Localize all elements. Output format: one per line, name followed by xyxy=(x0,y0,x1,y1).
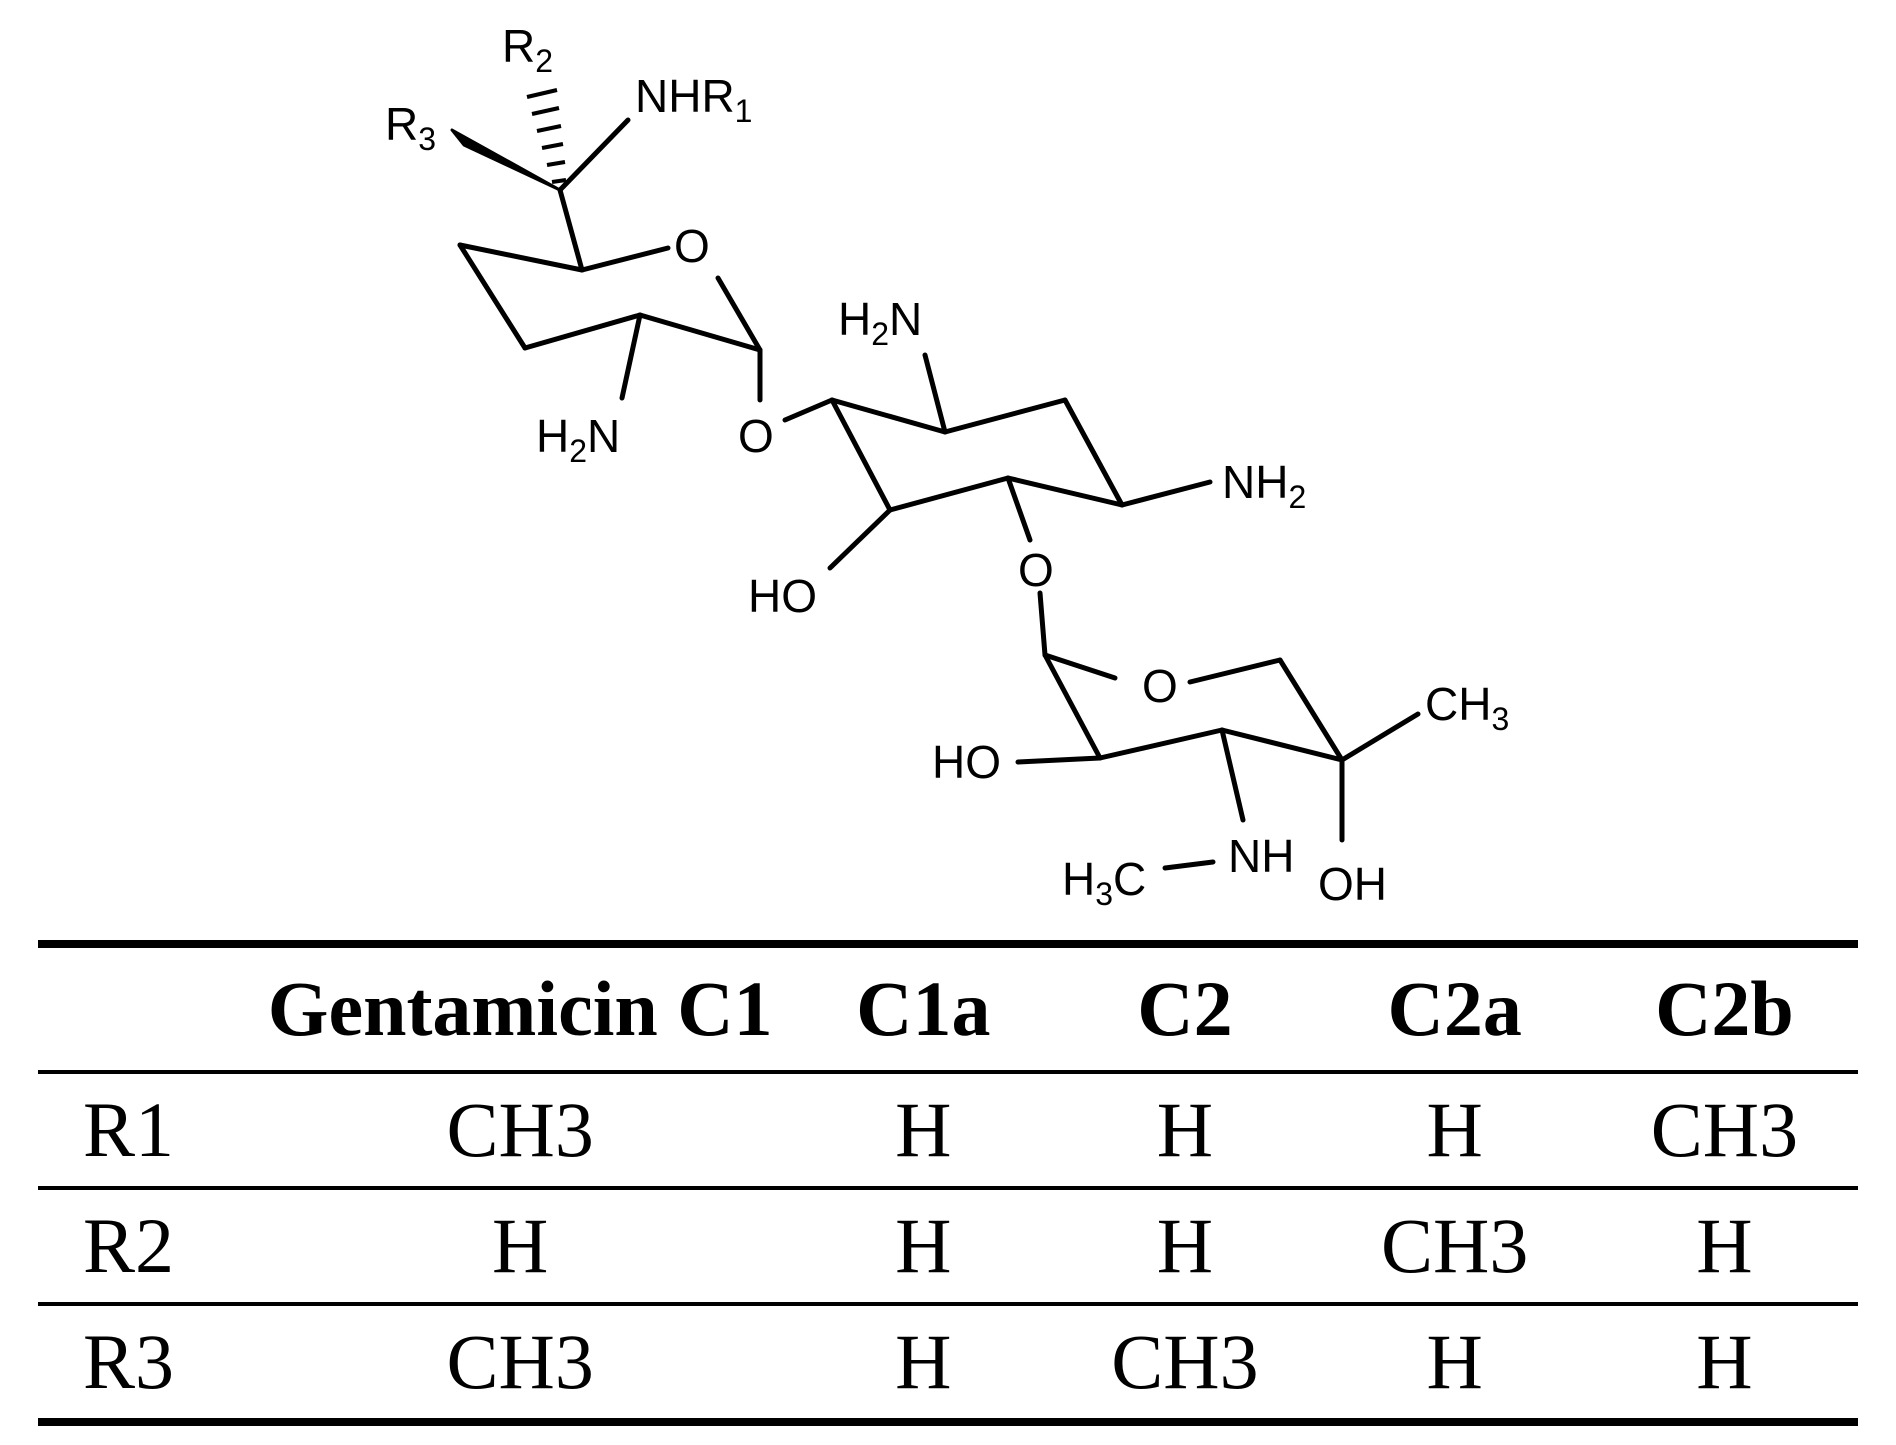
row-label: R2 xyxy=(38,1186,246,1304)
table-cell: CH3 xyxy=(1318,1186,1591,1304)
column-header-gentamicin-c1: Gentamicin C1 xyxy=(245,944,796,1074)
table-cell: H xyxy=(895,1086,952,1173)
ring-3-bonds xyxy=(1015,590,1421,871)
table-cell: CH3 xyxy=(446,1086,594,1173)
substituent-table: Gentamicin C1 C1a C2 C2a C2b R1 CH3 H H … xyxy=(38,940,1858,1426)
table-cell: H xyxy=(795,1186,1052,1304)
table-cell: H xyxy=(245,1186,796,1304)
ring3-nh-label: NH xyxy=(1228,830,1294,882)
table-cell: H xyxy=(795,1302,1052,1422)
row-label: R1 xyxy=(83,1086,175,1173)
ring1-amine-label: H2N xyxy=(536,410,620,469)
column-header-c2b: C2b xyxy=(1590,944,1858,1074)
ring-1-bonds xyxy=(457,117,763,403)
column-header-c2a: C2a xyxy=(1318,944,1591,1074)
table-row: R1 CH3 H H H CH3 xyxy=(38,1072,1858,1188)
table-cell: H xyxy=(1318,1302,1591,1422)
table-cell: H xyxy=(1156,1086,1214,1173)
chemical-structure: R2 R3 NHR1 O H2N O H2N NH2 HO O O CH3 HO… xyxy=(385,20,1509,912)
glycosidic-oxygen-1-label: O xyxy=(738,410,774,462)
column-header-blank xyxy=(38,944,246,1074)
ring3-methyl-label: CH3 xyxy=(1425,678,1509,737)
table-cell: H xyxy=(1590,1186,1858,1304)
row-label: R3 xyxy=(38,1302,246,1422)
ring2-amine-top-label: H2N xyxy=(838,293,922,352)
table-cell: CH3 xyxy=(1051,1302,1319,1422)
column-header-c1a: C1a xyxy=(795,944,1052,1074)
table-header-row: Gentamicin C1 C1a C2 C2a C2b xyxy=(38,944,1858,1074)
ring1-oxygen-label: O xyxy=(674,220,710,272)
column-header-c2: C2 xyxy=(1051,944,1319,1074)
ring-2-bonds xyxy=(782,352,1213,571)
ring3-hydroxyl-left-label: HO xyxy=(932,736,1001,788)
table-cell: H xyxy=(1590,1302,1858,1422)
r3-label: R3 xyxy=(385,98,436,157)
table-cell: CH3 xyxy=(245,1302,796,1422)
table-row: R2 H H H CH3 H xyxy=(38,1186,1858,1304)
ring2-hydroxyl-label: HO xyxy=(748,570,817,622)
table-cell: H xyxy=(1051,1186,1319,1304)
ring3-oxygen-label: O xyxy=(1142,660,1178,712)
table-cell: CH3 xyxy=(1650,1086,1799,1173)
nhr1-label: NHR1 xyxy=(635,70,752,129)
ring2-amine-right-label: NH2 xyxy=(1222,456,1306,515)
ring3-n-methyl-label: H3C xyxy=(1062,853,1146,912)
ring3-hydroxyl-bottom-label: OH xyxy=(1318,858,1387,910)
r2-label: R2 xyxy=(502,20,553,79)
hashed-bond xyxy=(526,88,567,184)
glycosidic-oxygen-2-label: O xyxy=(1018,544,1054,596)
table-row: R3 CH3 H CH3 H H xyxy=(38,1302,1858,1422)
wedge-bond xyxy=(450,128,562,192)
table-cell: H xyxy=(1426,1086,1483,1173)
